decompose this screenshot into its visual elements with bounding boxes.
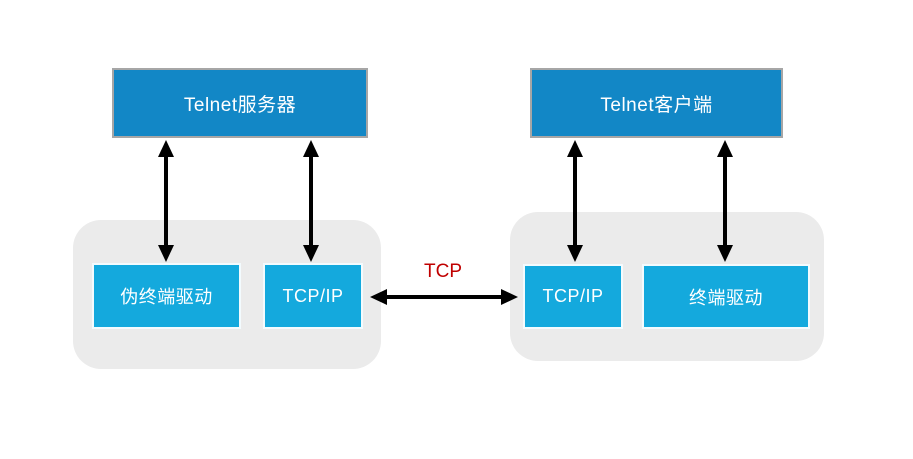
vertical-double-arrow-icon xyxy=(567,140,583,262)
tcpip-server-label: TCP/IP xyxy=(282,285,344,306)
vertical-double-arrow-icon xyxy=(158,140,174,262)
telnet-client-node: Telnet客户端 xyxy=(530,68,783,138)
terminal-driver-label: 终端驱动 xyxy=(689,287,763,308)
telnet-server-label: Telnet服务器 xyxy=(183,94,297,116)
vertical-double-arrow-icon xyxy=(303,140,319,262)
pseudo-terminal-driver-node: 伪终端驱动 xyxy=(92,263,241,329)
tcpip-server-node: TCP/IP xyxy=(263,263,363,329)
vertical-double-arrow-icon xyxy=(717,140,733,262)
tcpip-client-label: TCP/IP xyxy=(542,286,604,306)
pseudo-terminal-driver-label: 伪终端驱动 xyxy=(120,287,213,307)
tcpip-client-node: TCP/IP xyxy=(523,264,623,329)
telnet-client-label: Telnet客户端 xyxy=(600,94,713,116)
terminal-driver-node: 终端驱动 xyxy=(642,264,810,329)
telnet-server-node: Telnet服务器 xyxy=(112,68,368,138)
tcp-connection-label: TCP xyxy=(424,261,462,282)
horizontal-double-arrow-icon xyxy=(370,289,518,305)
